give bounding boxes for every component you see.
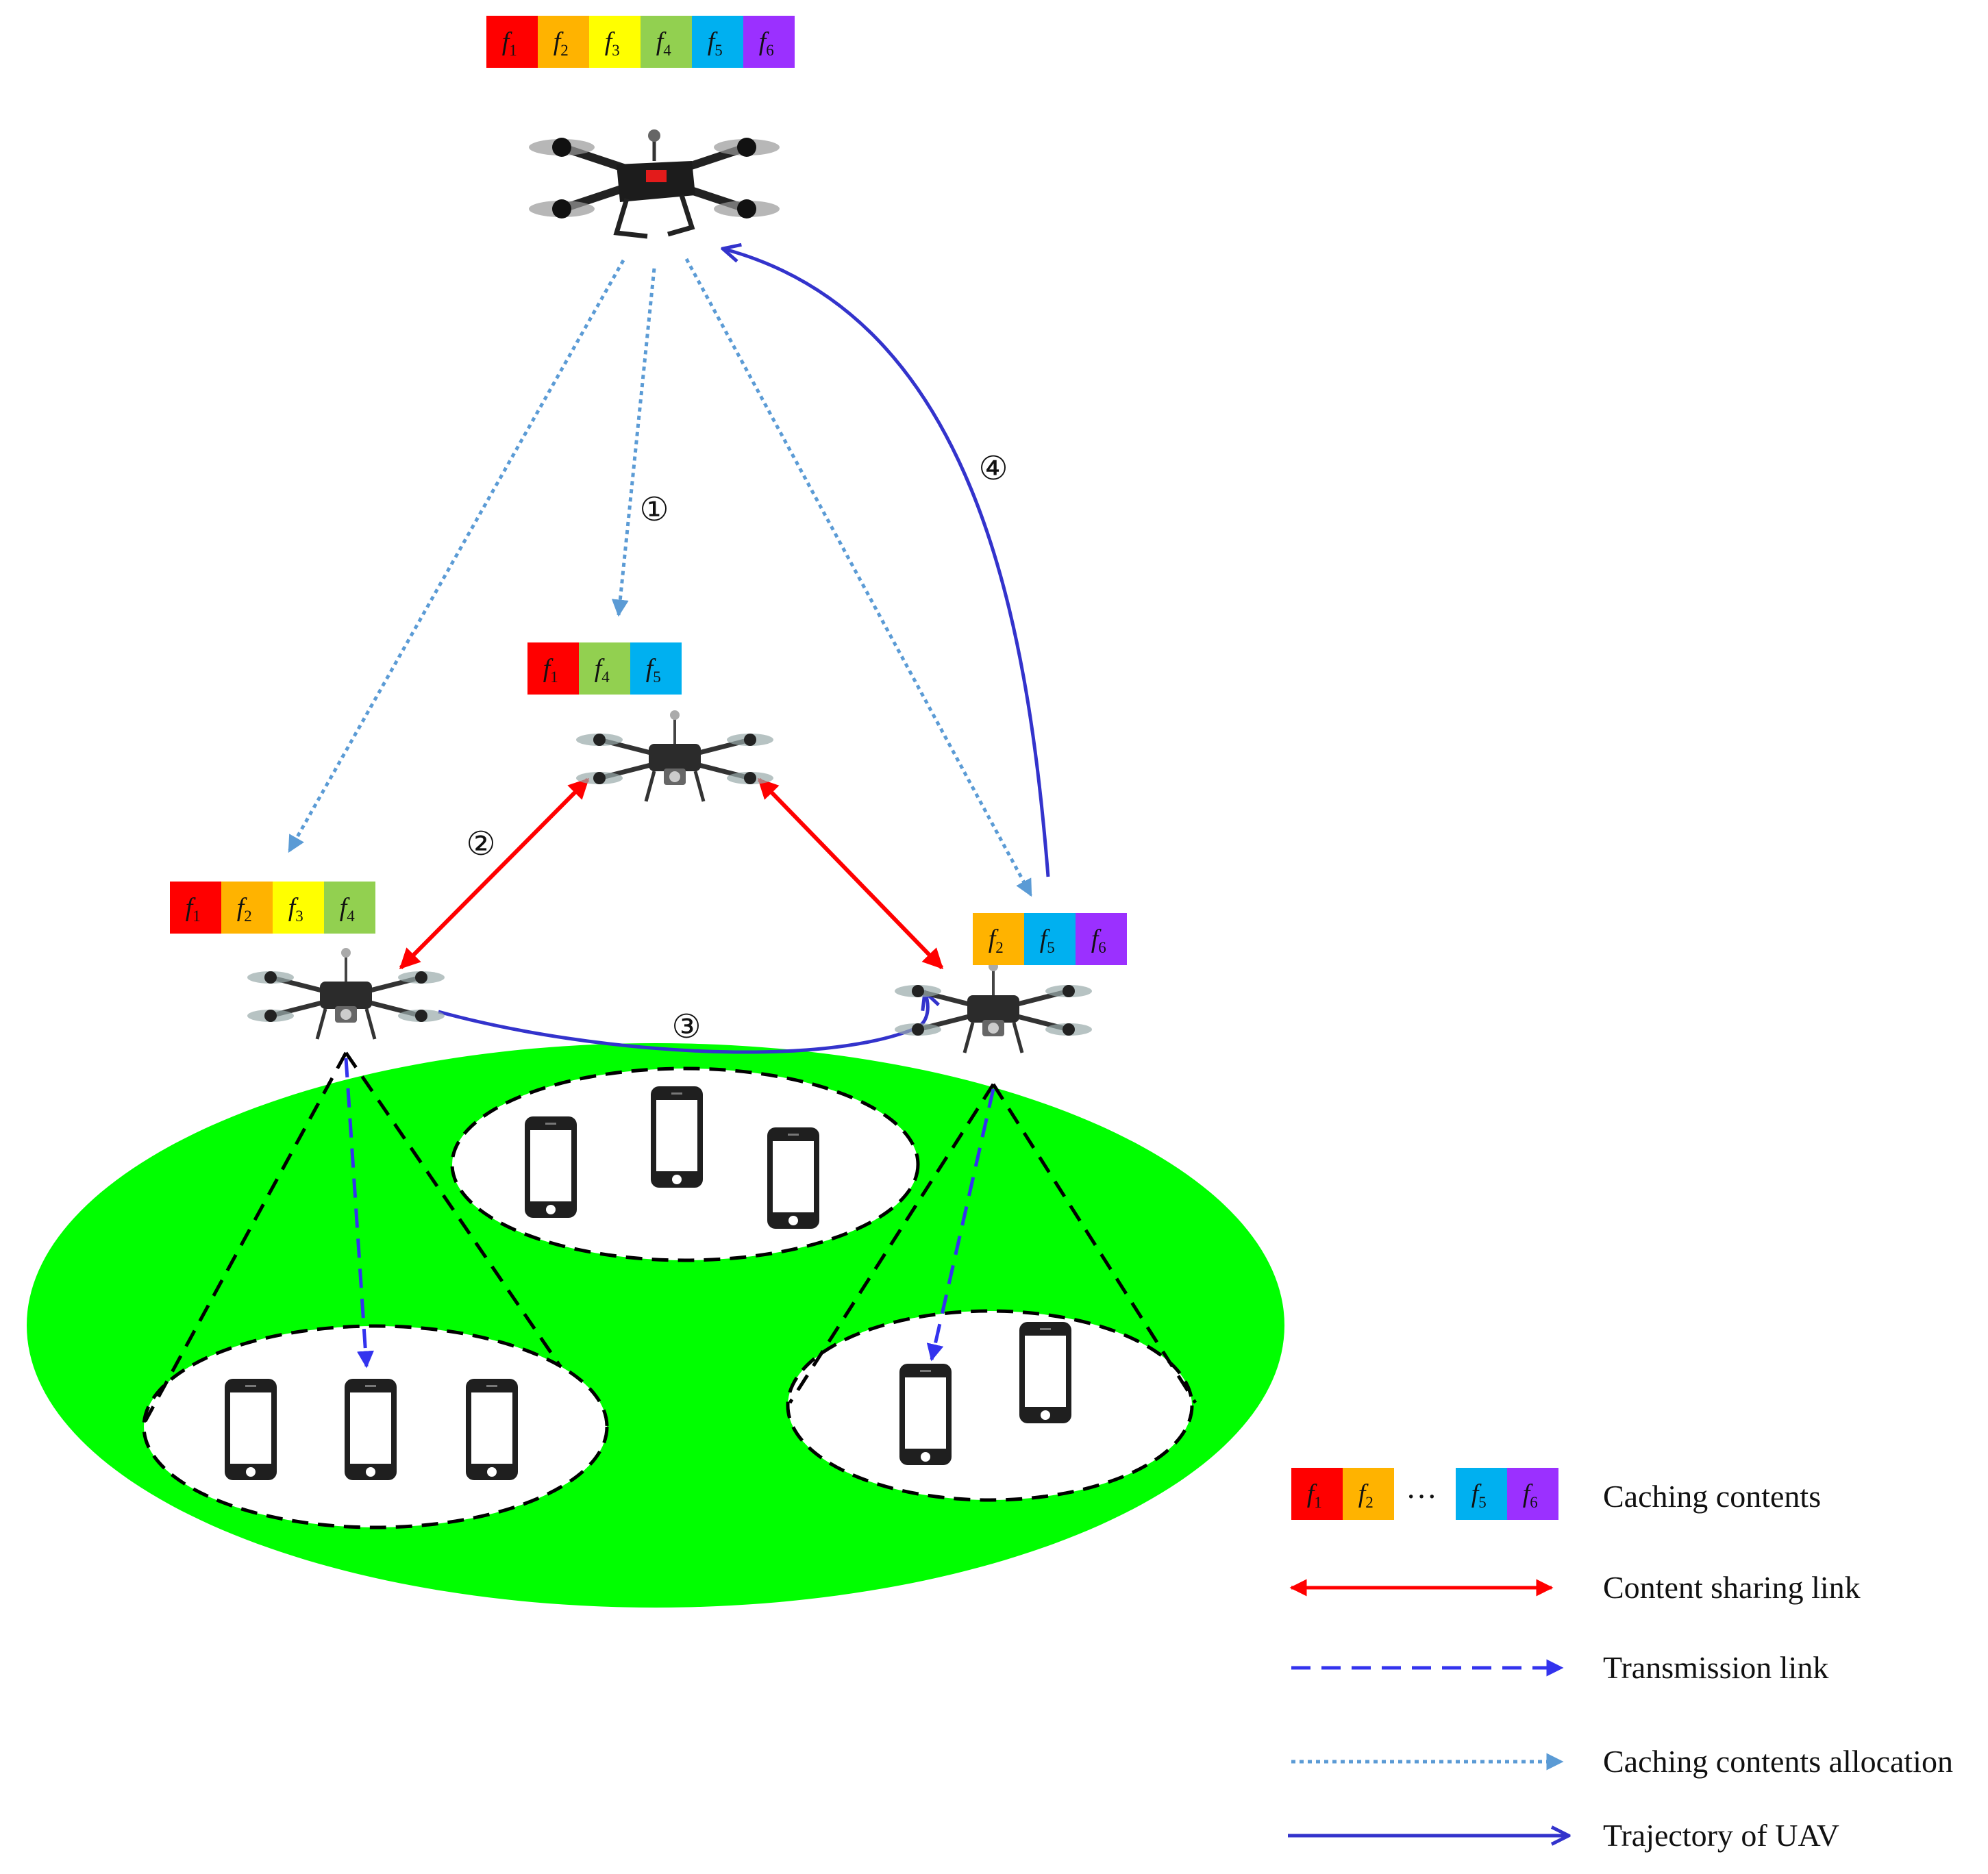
trajectory-step4 — [723, 249, 1050, 877]
content-block-f5 — [1024, 913, 1076, 965]
content-block-f3 — [273, 882, 324, 934]
content-block-f3 — [589, 16, 641, 68]
transmission-link-left — [344, 1058, 374, 1369]
content-block-f5 — [630, 642, 682, 695]
step-label-2: ② — [466, 826, 495, 862]
content-block-f6 — [1076, 913, 1127, 965]
step-label-1: ① — [639, 492, 669, 528]
legend-caching-contents-allocation: Caching contents allocation — [1603, 1744, 1953, 1779]
content-block-f6 — [743, 16, 795, 68]
phone-icon — [345, 1379, 397, 1480]
allocation-link-right — [684, 258, 1033, 897]
allocation-link-left — [287, 259, 625, 853]
content-block-f2 — [538, 16, 589, 68]
phone-icon — [651, 1086, 703, 1188]
left-uav-icon — [247, 948, 445, 1039]
content-block-f5 — [1456, 1468, 1507, 1520]
content-block-f2 — [1343, 1468, 1394, 1520]
transmission-link-right — [926, 1088, 995, 1362]
coverage-cone-right — [788, 1083, 1197, 1404]
legend-transmission-link: Transmission link — [1603, 1650, 1828, 1685]
phone-icon — [466, 1379, 518, 1480]
content-block-f4 — [641, 16, 692, 68]
content-block-f1 — [527, 642, 579, 695]
sharing-link-right — [757, 777, 944, 970]
user-cluster-right — [786, 1309, 1194, 1502]
content-block-f1 — [486, 16, 538, 68]
phone-icon — [767, 1127, 819, 1229]
coverage-cone-left — [143, 1051, 562, 1423]
content-block-f1 — [1291, 1468, 1343, 1520]
content-block-f4 — [324, 882, 375, 934]
right-uav-icon — [895, 962, 1092, 1053]
trajectory-step3 — [438, 992, 928, 1054]
legend-caching-contents: Caching contents — [1603, 1479, 1821, 1514]
phone-icon — [1019, 1322, 1071, 1423]
content-block-f1 — [170, 882, 221, 934]
phone-icon — [225, 1379, 277, 1480]
phone-icon — [899, 1364, 952, 1465]
content-block-f4 — [579, 642, 630, 695]
content-block-f5 — [692, 16, 743, 68]
allocation-link-middle — [611, 268, 656, 617]
sharing-link-left — [399, 777, 590, 970]
top-uav-icon — [529, 129, 780, 239]
legend-content-sharing-link: Content sharing link — [1603, 1570, 1861, 1605]
phone-icon — [525, 1116, 577, 1218]
content-block-f6 — [1507, 1468, 1558, 1520]
content-block-f2 — [973, 913, 1024, 965]
step-label-3: ③ — [671, 1009, 701, 1045]
legend-trajectory-of-uav: Trajectory of UAV — [1603, 1818, 1839, 1853]
content-block-f2 — [221, 882, 273, 934]
middle-uav-icon — [576, 710, 773, 801]
step-label-4: ④ — [978, 451, 1008, 487]
legend-ellipsis: ··· — [1406, 1479, 1437, 1514]
